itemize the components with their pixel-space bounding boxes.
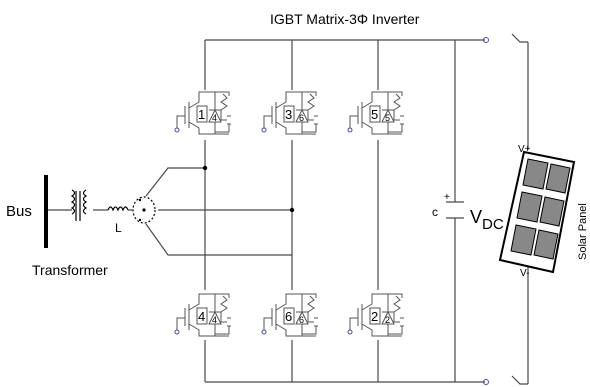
inductor-label: L: [115, 221, 122, 235]
svg-text:3: 3: [285, 107, 292, 122]
svg-text:2: 2: [371, 309, 378, 324]
panel-negative-label: V-: [520, 268, 529, 279]
igbt-switch-bottom-2: 2 2: [347, 293, 405, 337]
svg-text:4: 4: [198, 309, 205, 324]
transformer: [70, 189, 88, 221]
phase-c-line: [145, 223, 292, 256]
svg-text:4: 4: [212, 113, 217, 123]
svg-text:5: 5: [371, 107, 378, 122]
junction-a: [202, 165, 208, 171]
igbt-switch-top-3: 3 6: [261, 91, 319, 135]
transformer-label: Transformer: [32, 262, 108, 278]
svg-text:6: 6: [299, 113, 304, 123]
bus-label: Bus: [6, 203, 32, 220]
svg-text:5: 5: [385, 113, 390, 123]
igbt-switch-bottom-6: 6 6: [261, 293, 319, 337]
igbt-switch-top-5: 5 5: [347, 91, 405, 135]
svg-text:1: 1: [198, 107, 205, 122]
igbt-switch-bottom-4: 4 4: [174, 293, 232, 337]
inductor-coil: [107, 206, 129, 212]
phase-a-line: [145, 167, 205, 197]
svg-text:2: 2: [385, 315, 390, 325]
capacitor-symbol: c: [432, 205, 438, 219]
solar-panel: [498, 150, 576, 274]
svg-text:6: 6: [285, 309, 292, 324]
diagram-title: IGBT Matrix-3Φ Inverter: [270, 11, 420, 27]
svg-text:4: 4: [212, 315, 217, 325]
junction-b: [289, 207, 295, 213]
bottom-terminal: [483, 379, 489, 385]
vdc-label: VDC: [470, 207, 504, 233]
igbt-switch-top-1: 1 4: [174, 91, 232, 135]
panel-positive-label: V+: [518, 144, 531, 155]
bottom-breaker: [511, 375, 528, 385]
top-breaker: [511, 33, 528, 43]
top-terminal: [483, 37, 489, 43]
capacitor-polarity: +: [444, 192, 450, 203]
solar-panel-label: Solar Panel: [577, 203, 589, 260]
svg-text:6: 6: [299, 315, 304, 325]
